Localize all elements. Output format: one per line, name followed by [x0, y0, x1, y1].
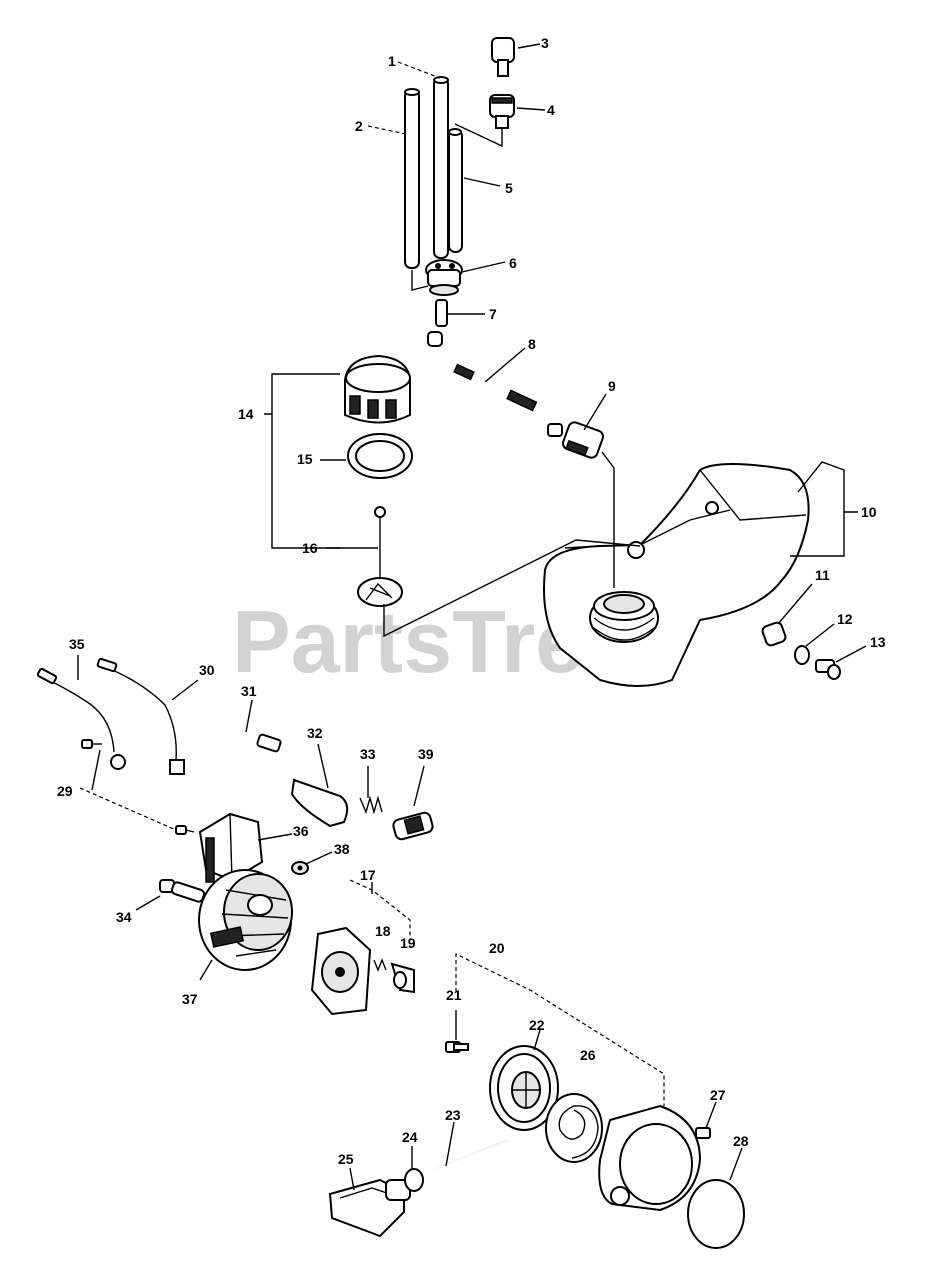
callout-25: 25: [338, 1151, 354, 1167]
callout-33: 33: [360, 746, 376, 762]
leader-lines: [77, 43, 867, 1191]
grommet: [425, 259, 463, 327]
starter-handle: [328, 1139, 509, 1238]
callout-21: 21: [446, 987, 462, 1003]
callout-17: 17: [360, 867, 376, 883]
callout-18: 18: [375, 923, 391, 939]
recoil-starter-parts: [445, 1041, 603, 1163]
callout-32: 32: [307, 725, 323, 741]
callout-27: 27: [710, 1087, 726, 1103]
callout-35: 35: [69, 636, 85, 652]
callout-11: 11: [815, 567, 830, 583]
callout-39: 39: [418, 746, 434, 762]
callout-1: 1: [388, 53, 396, 69]
callout-9: 9: [608, 378, 616, 394]
flywheel: [198, 869, 293, 971]
callout-20: 20: [489, 940, 505, 956]
screw-29: [81, 739, 195, 835]
callout-13: 13: [870, 634, 886, 650]
callout-15: 15: [297, 451, 313, 467]
callout-5: 5: [505, 180, 513, 196]
tank-cap-assembly: [344, 354, 413, 607]
callout-12: 12: [837, 611, 853, 627]
ignition-coil: [198, 729, 282, 883]
callout-4: 4: [547, 102, 555, 118]
ignition-wires: [36, 657, 185, 775]
starter-case: [598, 1104, 745, 1249]
tank-mount-hardware: [761, 621, 841, 680]
callout-23: 23: [445, 1107, 461, 1123]
spark-plug-cap: [290, 778, 434, 841]
fuel-pipes: [404, 76, 463, 269]
callout-24: 24: [402, 1129, 418, 1145]
callout-34: 34: [116, 909, 132, 925]
callout-19: 19: [400, 935, 416, 951]
callout-36: 36: [293, 823, 309, 839]
callout-30: 30: [199, 662, 215, 678]
callout-3: 3: [541, 35, 549, 51]
callout-22: 22: [529, 1017, 545, 1033]
callout-16: 16: [302, 540, 318, 556]
callout-10: 10: [861, 504, 877, 520]
callout-2: 2: [355, 118, 363, 134]
clutch-assembly: [310, 926, 415, 1016]
callout-29: 29: [57, 783, 73, 799]
callout-38: 38: [334, 841, 350, 857]
fuel-filter-weight: [547, 421, 605, 459]
callout-31: 31: [241, 683, 257, 699]
callout-8: 8: [528, 336, 536, 352]
callout-labels: 1 2 3 4 5 6 7 8 9 10 11 12 13 14 15 16 1…: [57, 35, 886, 1167]
nut-and-bolt: [159, 861, 309, 903]
callout-28: 28: [733, 1133, 749, 1149]
callout-6: 6: [509, 255, 517, 271]
callout-26: 26: [580, 1047, 596, 1063]
callout-14: 14: [238, 406, 254, 422]
fuel-tank: [543, 463, 810, 687]
callout-37: 37: [182, 991, 198, 1007]
callout-7: 7: [489, 306, 497, 322]
fuel-filters: [489, 37, 515, 129]
